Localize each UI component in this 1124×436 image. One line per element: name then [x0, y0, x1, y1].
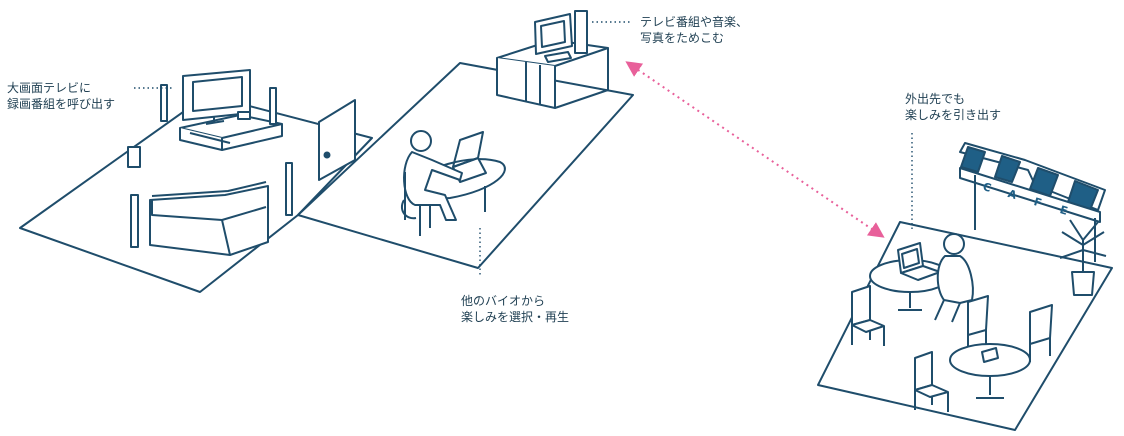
tv-caption-line1: 大画面テレビに — [7, 81, 92, 95]
front-speaker-left — [160, 84, 168, 122]
door — [318, 99, 356, 181]
sofa — [149, 181, 269, 256]
living-room — [19, 69, 373, 293]
rear-speaker-right — [285, 162, 293, 216]
cafe — [817, 142, 1113, 431]
cafe-chair — [851, 285, 885, 346]
remote-caption-line1: 他のバイオから — [461, 294, 546, 308]
outside-caption-line2: 楽しみを引き出す — [905, 108, 1002, 122]
desktop-pc — [534, 10, 588, 63]
cafe-table-2 — [949, 343, 1031, 399]
pc-caption: テレビ番組や音楽、 写真をためこむ — [640, 14, 748, 46]
potted-plant — [1059, 219, 1107, 296]
pc-caption-line1: テレビ番組や音楽、 — [640, 15, 749, 29]
awning-stripe — [960, 146, 986, 173]
study-person — [400, 130, 463, 236]
awning-stripe — [994, 155, 1021, 183]
door-knob — [323, 151, 331, 159]
remote-caption: 他のバイオから 楽しみを選択・再生 — [461, 293, 569, 325]
tv-caption: 大画面テレビに 録画番組を呼び出す — [7, 80, 115, 112]
pc-caption-line2: 写真をためこむ — [640, 31, 725, 45]
subwoofer — [127, 146, 141, 168]
cafe-chair — [1029, 304, 1053, 362]
cafe-person — [934, 233, 974, 323]
cafe-chair — [914, 351, 949, 412]
rear-speaker-left — [130, 194, 139, 248]
outside-caption-line1: 外出先でも — [905, 92, 966, 106]
front-speaker-right — [269, 87, 277, 125]
remote-caption-line2: 楽しみを選択・再生 — [461, 310, 570, 324]
tv-caption-line2: 録画番組を呼び出す — [7, 97, 116, 111]
cafe-awning — [959, 142, 1106, 262]
sync-arrow — [625, 61, 885, 238]
tv-rack — [179, 114, 283, 151]
center-speaker — [237, 111, 251, 120]
outside-caption: 外出先でも 楽しみを引き出す — [905, 91, 1001, 123]
